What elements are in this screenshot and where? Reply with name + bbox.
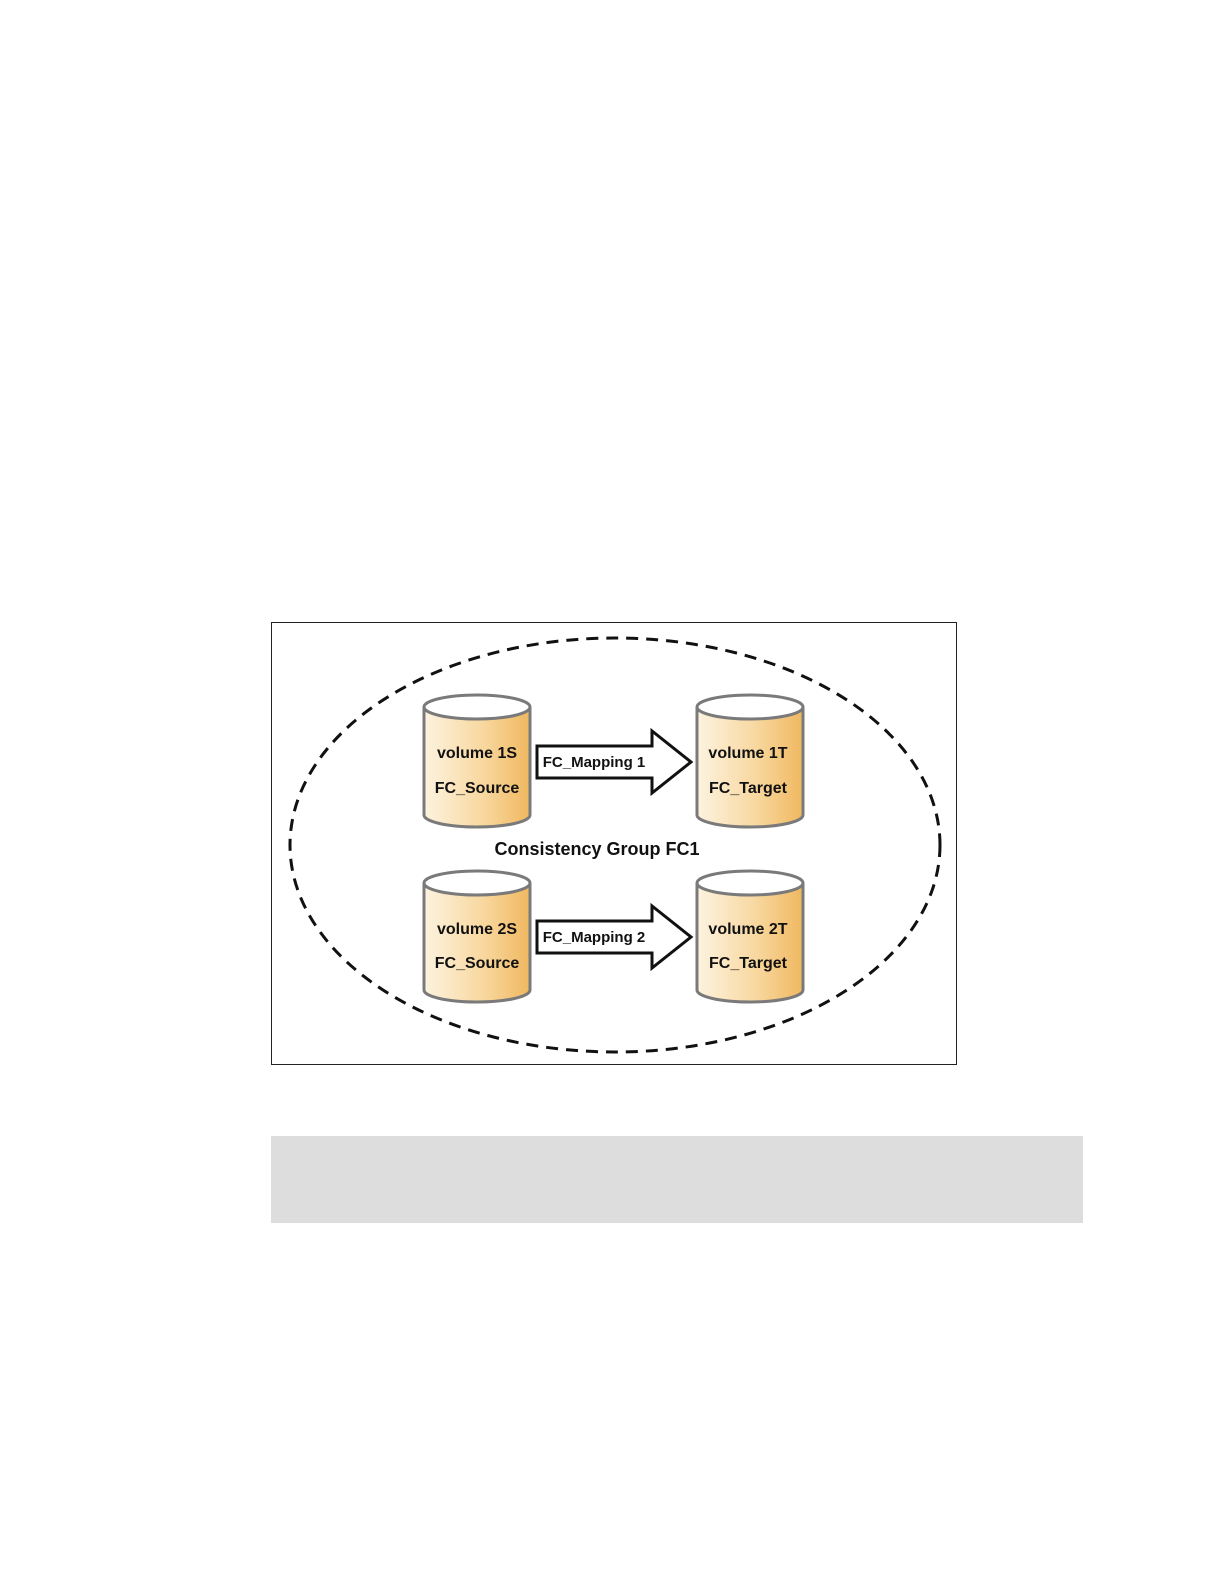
- volume-1s-name: volume 1S: [437, 745, 517, 762]
- volume-2t-name: volume 2T: [708, 921, 787, 938]
- volume-1t-name: volume 1T: [708, 745, 787, 762]
- volume-2t-cylinder: volume 2T FC_Target: [697, 871, 803, 1002]
- note-box: [271, 1136, 1083, 1223]
- volume-1t-cylinder: volume 1T FC_Target: [697, 695, 803, 827]
- volume-2s-cylinder: volume 2S FC_Source: [424, 871, 530, 1002]
- volume-2s-name: volume 2S: [437, 921, 517, 938]
- fc-mapping-2-label: FC_Mapping 2: [543, 929, 646, 946]
- volume-2s-role: FC_Source: [435, 955, 520, 972]
- fc-mapping-2-arrow: FC_Mapping 2: [537, 906, 691, 968]
- fc-mapping-1-arrow: FC_Mapping 1: [537, 731, 691, 793]
- volume-2t-role: FC_Target: [709, 955, 788, 972]
- consistency-group-diagram: volume 1S FC_Source volume 1T FC_Target …: [272, 623, 958, 1066]
- volume-1s-role: FC_Source: [435, 780, 520, 797]
- volume-1s-cylinder: volume 1S FC_Source: [424, 695, 530, 827]
- consistency-group-label: Consistency Group FC1: [494, 839, 699, 859]
- figure-frame: volume 1S FC_Source volume 1T FC_Target …: [271, 622, 957, 1065]
- volume-1t-role: FC_Target: [709, 780, 788, 797]
- fc-mapping-1-label: FC_Mapping 1: [543, 754, 646, 771]
